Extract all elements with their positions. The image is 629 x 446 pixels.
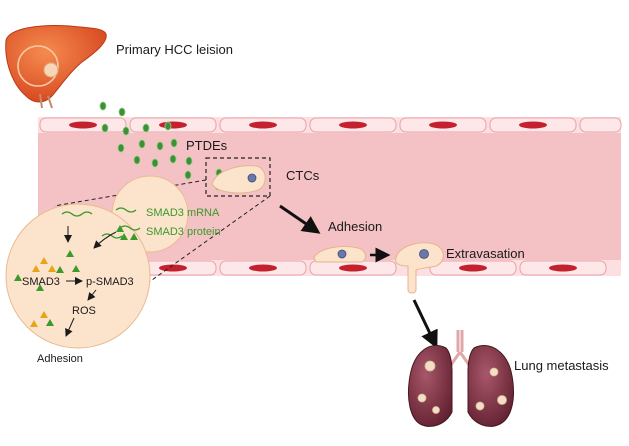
smad3-protein-label: SMAD3 protein: [146, 226, 221, 238]
endothelial-wall-top: [38, 117, 622, 133]
adhered-cell: [313, 245, 366, 263]
lung-icon: [407, 330, 514, 427]
ctcs-label: CTCs: [286, 168, 320, 183]
smad3-mrna-label: SMAD3 mRNA: [146, 207, 220, 219]
cell-inset: SMAD3 p-SMAD3 ROS: [5, 175, 189, 349]
inset-smad3-label: SMAD3: [22, 276, 60, 288]
extravasation-label: Extravasation: [446, 246, 525, 261]
ptde-particles: [99, 101, 237, 191]
inset-adhesion-label: Adhesion: [37, 353, 83, 365]
ptdes-label: PTDEs: [186, 138, 228, 153]
metastasis-arrow: [412, 299, 438, 349]
endothelial-wall-bottom: [38, 260, 621, 276]
inset-ros-label: ROS: [72, 305, 96, 317]
lung-metastasis-label: Lung metastasis: [514, 358, 609, 373]
inset-psmad3-label: p-SMAD3: [86, 276, 134, 288]
extravasating-cell: [395, 242, 444, 294]
liver-icon: [5, 25, 107, 109]
primary-lesion-label: Primary HCC leision: [116, 42, 233, 57]
ctc-cell: [205, 157, 271, 197]
adhesion-label: Adhesion: [328, 219, 382, 234]
adhesion-arrow: [279, 204, 321, 234]
